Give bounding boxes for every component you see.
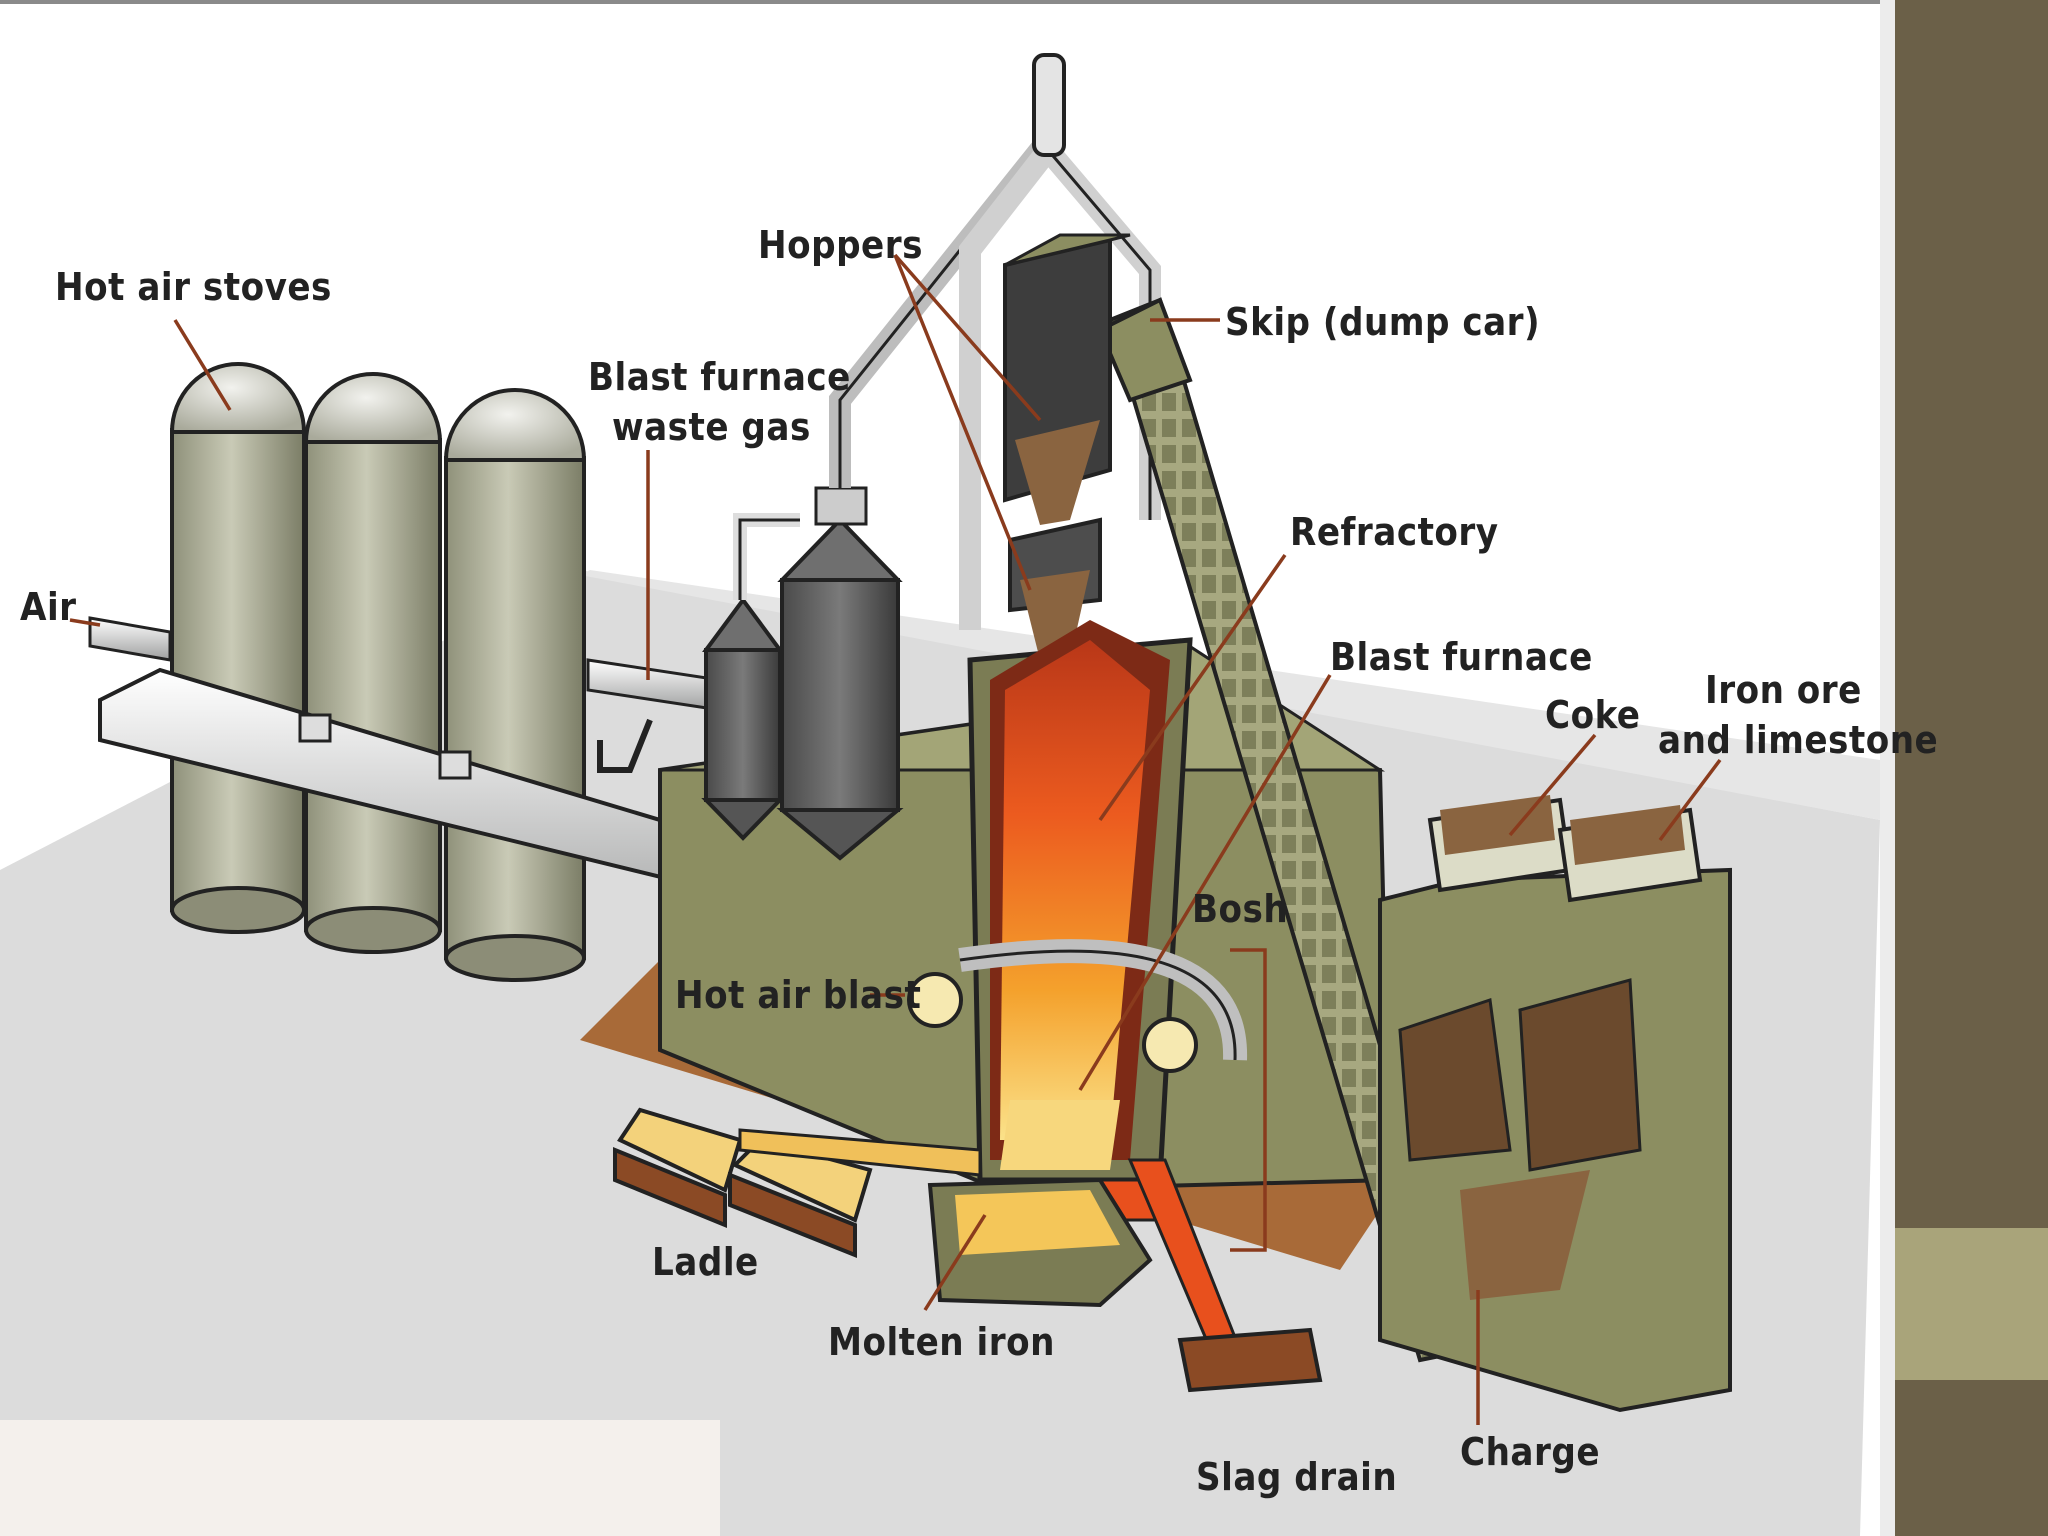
ladle-cars (613, 1107, 982, 1258)
side-band-bottom (1895, 1380, 2048, 1536)
label-hoppers: Hoppers (758, 223, 923, 267)
label-refractory: Refractory (1290, 510, 1499, 554)
label-blast-furnace: Blast furnace (1330, 635, 1593, 679)
skip-car (1097, 297, 1193, 403)
label-waste-gas-line2: waste gas (612, 405, 811, 449)
label-hot-air-blast: Hot air blast (675, 973, 921, 1017)
side-band-top (1895, 0, 2048, 1228)
label-coke: Coke (1545, 693, 1640, 737)
label-molten-iron: Molten iron (828, 1320, 1055, 1364)
label-slag-drain: Slag drain (1196, 1455, 1397, 1499)
label-charge: Charge (1460, 1430, 1600, 1474)
label-ladle: Ladle (652, 1240, 759, 1284)
side-band-middle (1895, 1228, 2048, 1380)
hot-air-stoves (169, 362, 587, 982)
white-patch (0, 1420, 720, 1536)
label-iron-ore-line2: and limestone (1658, 718, 1938, 762)
label-iron-ore-line1: Iron ore (1705, 668, 1862, 712)
label-skip: Skip (dump car) (1225, 300, 1540, 344)
side-band-gap (1880, 0, 1895, 1536)
label-air: Air (20, 585, 77, 629)
molten-iron-surface (955, 1190, 1120, 1255)
labels: Hot air stoves Air Blast furnace waste g… (20, 223, 1938, 1499)
waste-gas-pipe-drop (597, 718, 653, 773)
furnace-top (1003, 233, 1131, 660)
blast-furnace-body (967, 620, 1193, 1222)
leader-lines (69, 253, 1722, 1425)
label-hot-air-stoves: Hot air stoves (55, 265, 332, 309)
label-waste-gas-line1: Blast furnace (588, 355, 851, 399)
tuyeres (907, 939, 1248, 1073)
top-edge (0, 0, 1880, 4)
charge-bins (1378, 795, 1732, 1413)
gas-uptake-pipes (829, 53, 1161, 630)
label-bosh: Bosh (1192, 887, 1288, 931)
slag-car (1177, 1327, 1323, 1393)
dust-collectors (701, 486, 904, 861)
